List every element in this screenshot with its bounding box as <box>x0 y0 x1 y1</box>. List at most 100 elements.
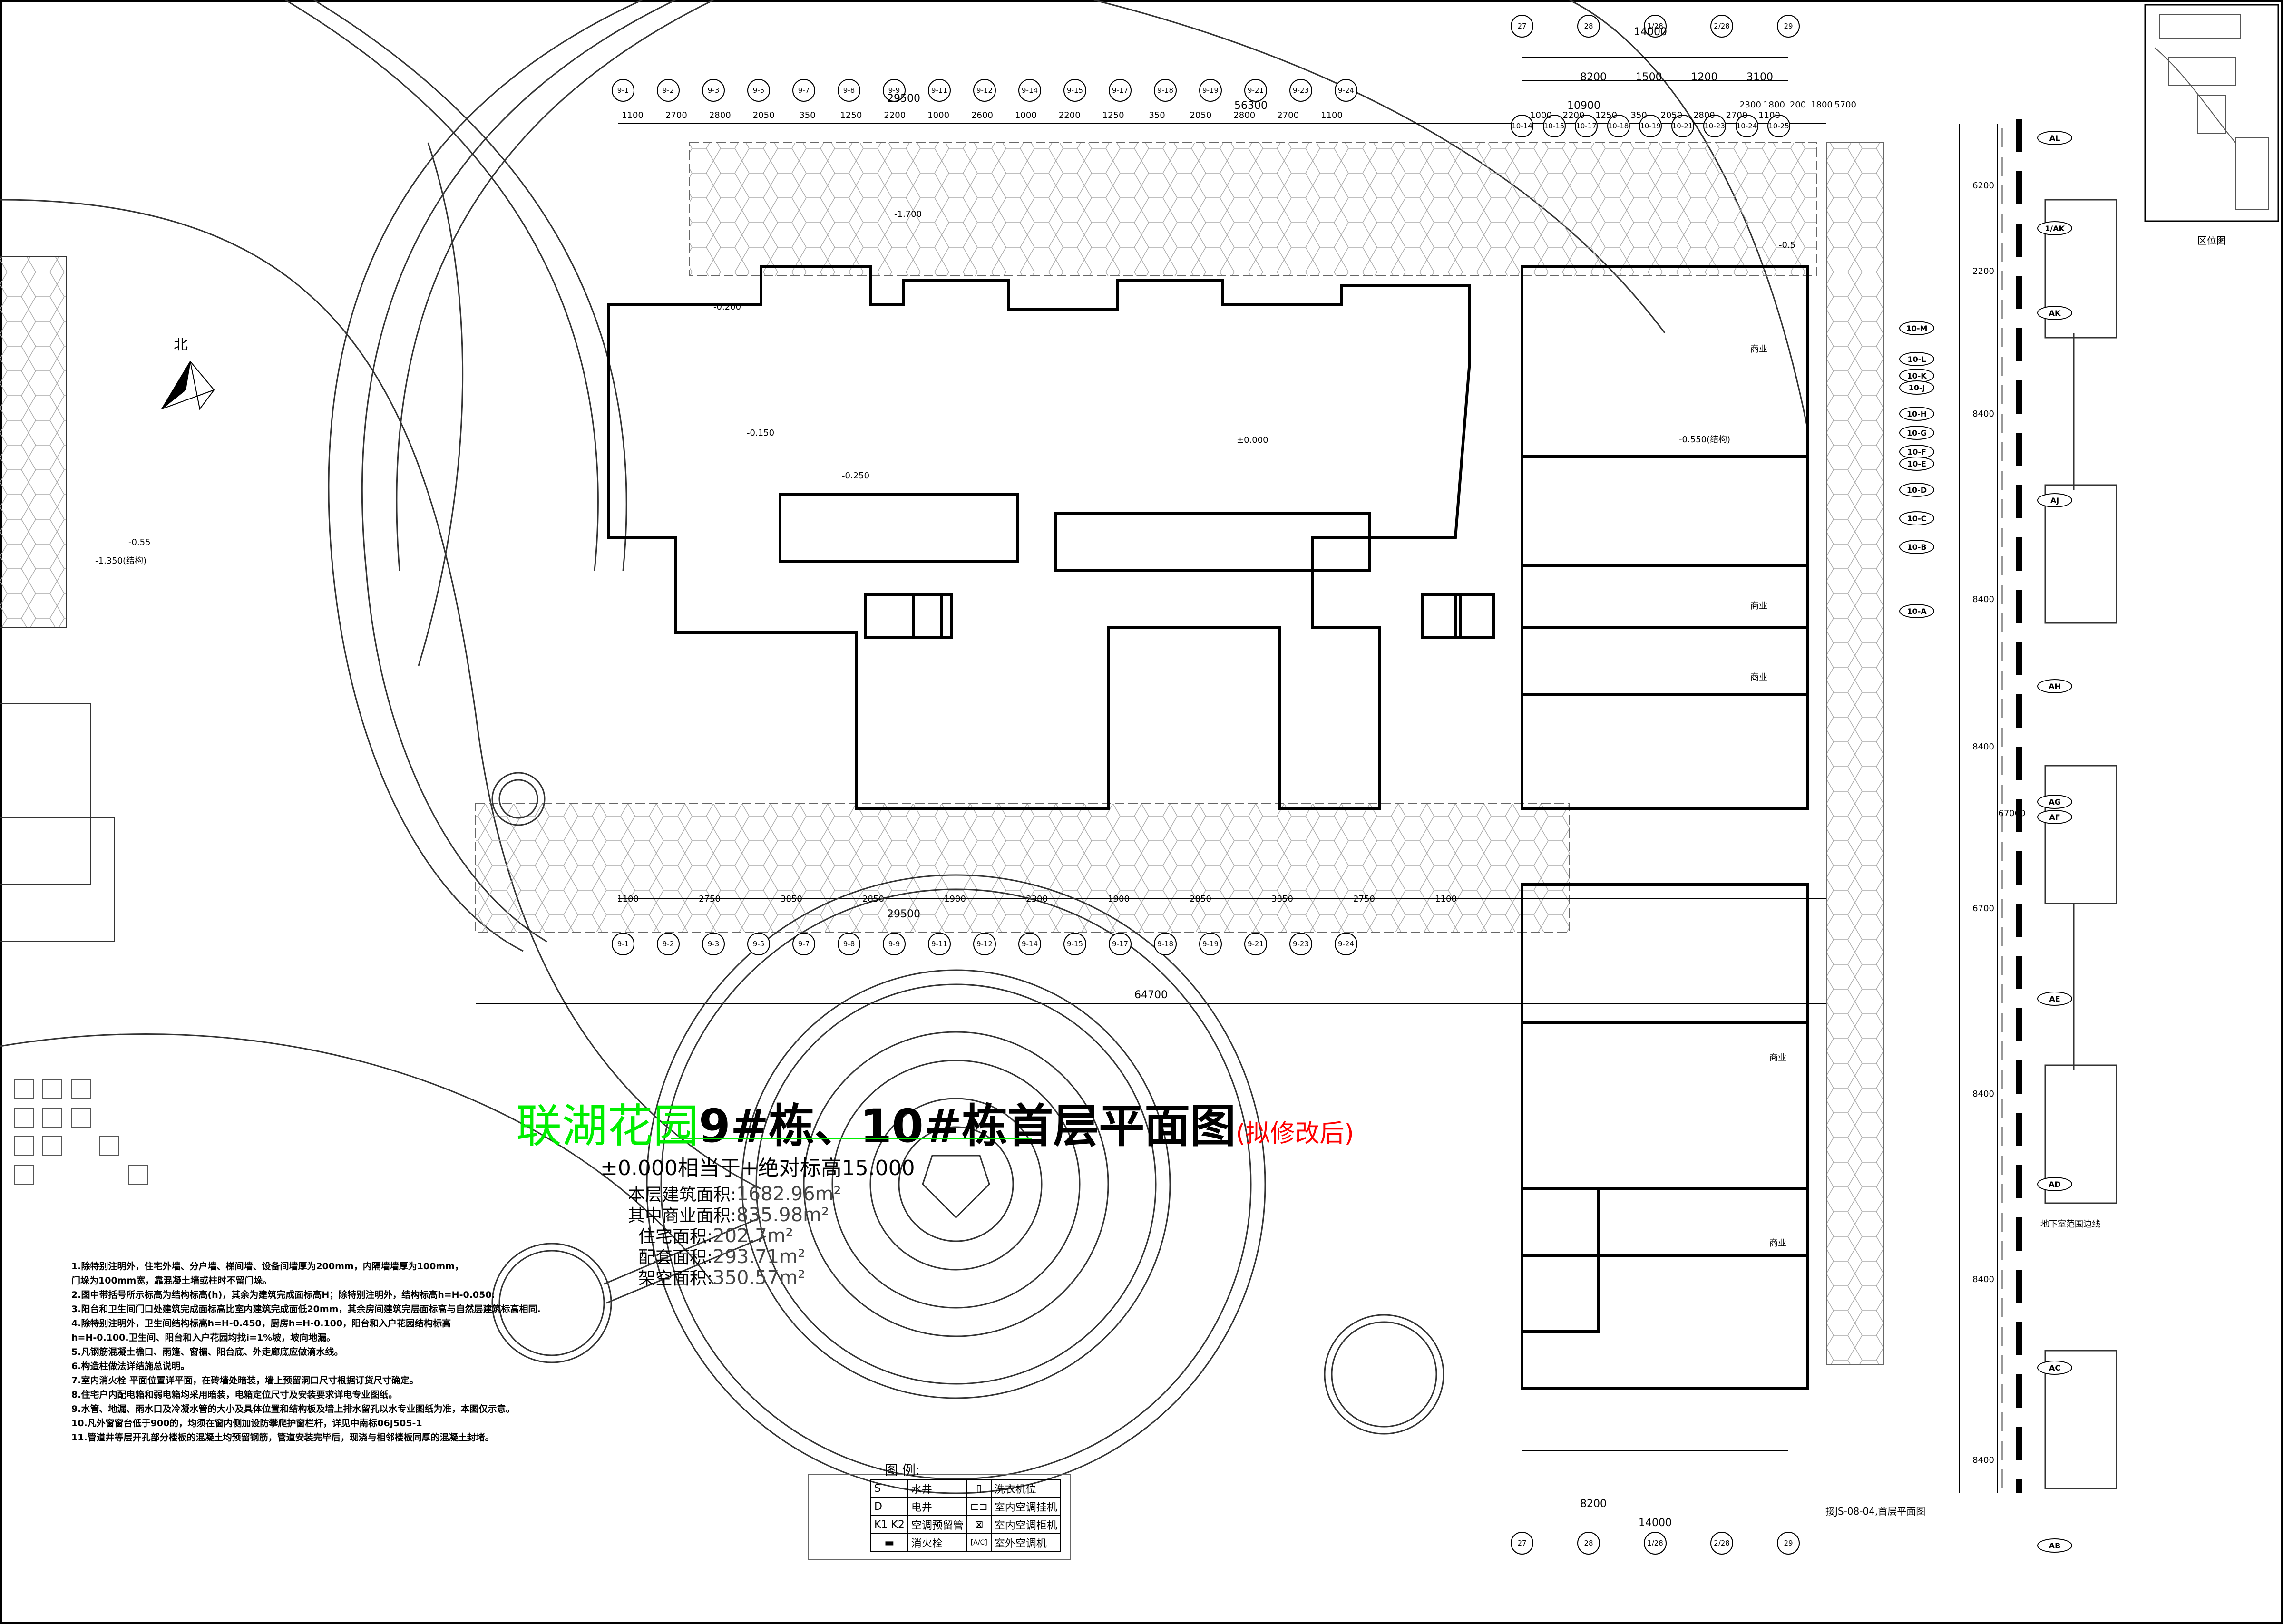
room-label: 商业 <box>1750 601 1767 611</box>
elevation-mark: -0.200 <box>713 302 741 312</box>
dimension-text: 1100 <box>1435 894 1457 904</box>
axis-bubble: 9-17 <box>1109 933 1132 955</box>
dimension-text: 2800 <box>1233 110 1256 120</box>
dimension-text: 2700 <box>1277 110 1299 120</box>
washing-machine-icon: ▯ <box>966 1479 992 1498</box>
area-label: 住宅面积: <box>638 1227 713 1246</box>
dimension-text: 5700 <box>1834 100 1856 110</box>
dimension-text: 2700 <box>665 110 687 120</box>
note-line: h=H-0.100.卫生间、阳台和入户花园均找i=1%坡，坡向地漏。 <box>71 1332 336 1343</box>
note-line: 7.室内消火栓 平面位置详平面，在砖墙处暗装，墙上预留洞口尺寸根据订货尺寸确定。 <box>71 1375 419 1386</box>
axis-bubble: AK <box>2037 306 2072 320</box>
axis-bubble: 10-19 <box>1639 115 1662 137</box>
dimension-text: 1800 <box>1763 100 1785 110</box>
axis-bubble: AJ <box>2037 493 2072 507</box>
building-10-walls <box>1521 265 1809 1390</box>
dimension-text: 1250 <box>1102 110 1124 120</box>
dimension-text: 1250 <box>1595 110 1618 120</box>
axis-bubble: 9-8 <box>838 933 860 955</box>
axis-bubble: 9-21 <box>1244 79 1267 102</box>
dimension-text: 8400 <box>1972 1089 1994 1099</box>
axis-bubble: 9-8 <box>838 79 860 102</box>
elevation-mark: -0.5 <box>1779 240 1796 250</box>
axis-bubble: 9-12 <box>973 933 996 955</box>
north-label: 北 <box>174 337 188 353</box>
dimension-text: 1900 <box>1108 894 1130 904</box>
dimension-text: 2800 <box>709 110 731 120</box>
axis-bubble: 1/28 <box>1644 15 1667 38</box>
dimension-text: 350 <box>799 110 816 120</box>
axis-bubble: 9-3 <box>702 79 725 102</box>
dimension-text: 2750 <box>699 894 721 904</box>
axis-bubble: 9-1 <box>612 79 634 102</box>
axis-bubble: AE <box>2037 992 2072 1006</box>
elevation-mark: -0.55 <box>128 537 151 547</box>
dimension-text: 2200 <box>1562 110 1585 120</box>
room-label: 商业 <box>1750 344 1767 354</box>
area-value: 350.57m² <box>712 1267 806 1289</box>
dimension-text: 14000 <box>1639 1517 1672 1529</box>
axis-bubble: 10-21 <box>1671 115 1694 137</box>
axis-bubble: 9-11 <box>928 933 951 955</box>
axis-bubble: 10-E <box>1899 457 1934 471</box>
axis-bubble: 9-19 <box>1199 933 1222 955</box>
dimension-text: 1100 <box>1758 110 1780 120</box>
axis-bubble: 9-21 <box>1244 933 1267 955</box>
dimension-text: 200 <box>1789 100 1806 110</box>
elevation-mark: -1.350(结构) <box>95 556 147 566</box>
note-line: 9.水管、地漏、雨水口及冷凝水管的大小及具体位置和结构板及墙上排水留孔以水专业图… <box>71 1404 515 1414</box>
dimension-text: 1250 <box>840 110 862 120</box>
dimension-text: 2700 <box>1726 110 1748 120</box>
axis-bubble: 1/AK <box>2037 221 2072 235</box>
dimension-text: 8400 <box>1972 742 1994 752</box>
axis-bubble: 9-11 <box>928 79 951 102</box>
dimension-text: 29500 <box>887 908 920 920</box>
elevation-mark: -0.250 <box>842 471 870 481</box>
area-row: 住宅面积:202.7m² <box>628 1226 841 1247</box>
axis-bubble: 10-M <box>1899 321 1934 335</box>
dimension-text: 1000 <box>927 110 950 120</box>
room-label: 商业 <box>1769 1238 1786 1248</box>
axis-bubble: 10-B <box>1899 540 1934 554</box>
axis-bubble: AL <box>2037 131 2072 145</box>
dimension-text: 1100 <box>622 110 644 120</box>
dimension-text: 2200 <box>884 110 906 120</box>
axis-bubble: 29 <box>1777 1532 1800 1555</box>
dimension-text: 350 <box>1149 110 1165 120</box>
area-value: 293.71m² <box>712 1246 806 1268</box>
note-line: 1.除特别注明外，住宅外墙、分户墙、梯间墙、设备间墙厚为200mm，内隔墙墙厚为… <box>71 1261 464 1272</box>
area-value: 202.7m² <box>712 1225 793 1247</box>
dimension-text: 2850 <box>1190 894 1211 904</box>
dimension-text: 3100 <box>1746 71 1773 83</box>
axis-bubble: 10-A <box>1899 604 1934 618</box>
inset-map-frame <box>2144 4 2279 222</box>
circular-plaza <box>491 772 1444 1494</box>
fire-hydrant-icon: ▬ <box>870 1533 908 1552</box>
axis-bubble: 10-23 <box>1703 115 1726 137</box>
axis-bubble: 9-24 <box>1335 79 1357 102</box>
legend-symbol-name: 室外空调机 <box>990 1533 1061 1552</box>
axis-bubble: 9-5 <box>747 79 770 102</box>
dimension-text: 8400 <box>1972 1455 1994 1465</box>
axis-bubble: 10-L <box>1899 352 1934 366</box>
dimension-text: 1200 <box>1691 71 1718 83</box>
drawing-name: 9#栋、10#栋首层平面图 <box>699 1099 1236 1153</box>
dimension-text: 2050 <box>752 110 775 120</box>
dimension-text: 1100 <box>1321 110 1343 120</box>
dimension-text: 29500 <box>887 93 920 105</box>
dimension-text: 8400 <box>1972 594 1994 604</box>
axis-bubble: 10-G <box>1899 426 1934 440</box>
legend-symbol-name: 室内空调挂机 <box>990 1497 1061 1516</box>
axis-bubble: 9-2 <box>657 933 680 955</box>
note-line: 3.阳台和卫生间门口处建筑完成面标高比室内建筑完成面低20mm，其余房间建筑完层… <box>71 1304 541 1314</box>
dimension-text: 2050 <box>1190 110 1212 120</box>
axis-bubble: 10-15 <box>1542 115 1566 137</box>
axis-bubble: 28 <box>1577 15 1600 38</box>
axis-bubble: 9-7 <box>792 933 815 955</box>
axis-bubble: 10-H <box>1899 407 1934 421</box>
axis-bubble: AD <box>2037 1177 2072 1191</box>
